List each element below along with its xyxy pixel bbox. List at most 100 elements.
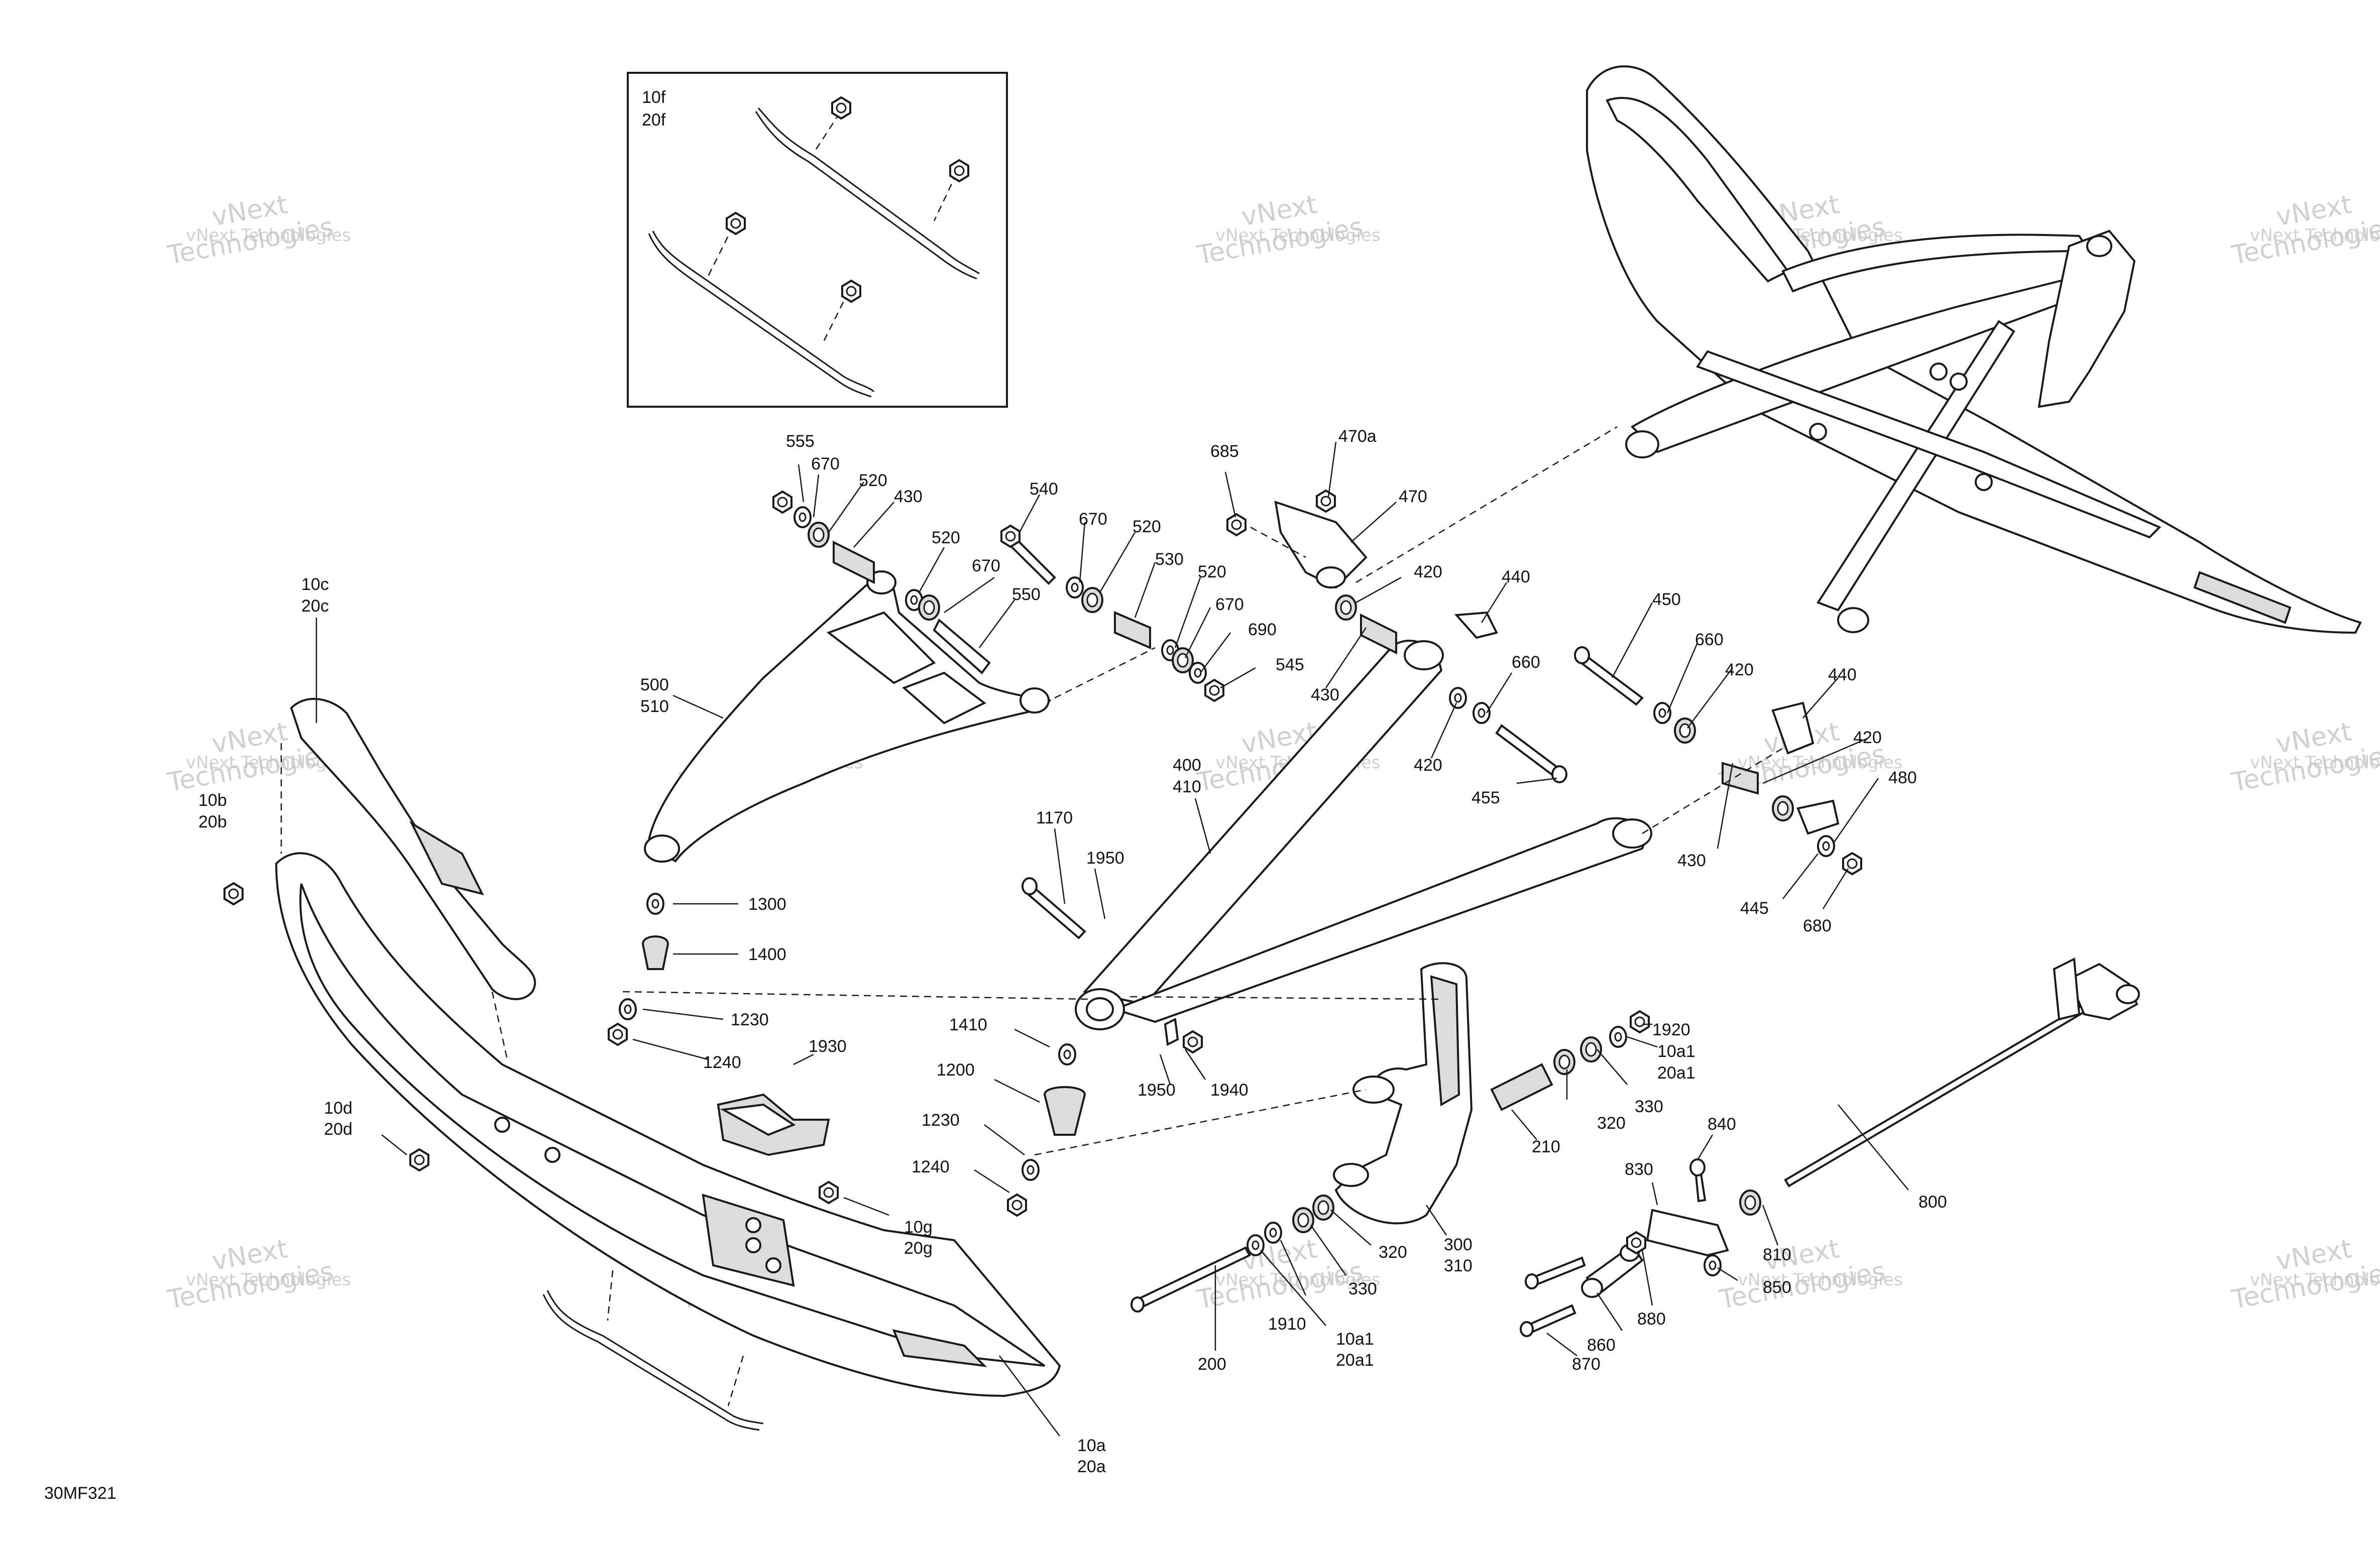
callout-1950: 1950: [1086, 849, 1124, 868]
callout-1230: 1230: [731, 1010, 769, 1029]
callout-520: 520: [1132, 517, 1161, 536]
callout-810: 810: [1763, 1245, 1791, 1264]
callout-545: 545: [1276, 655, 1304, 674]
callout-800: 800: [1918, 1193, 1947, 1212]
ski-assembly-left: [275, 697, 1061, 1431]
leader-lines: [315, 441, 1909, 1437]
callout-670: 670: [972, 556, 1000, 575]
callout-210: 210: [1532, 1137, 1560, 1156]
spindle-hardware: [1246, 1010, 1761, 1337]
callout-300: 300: [1444, 1235, 1472, 1254]
shaft: [1130, 1246, 1251, 1313]
callout-10d: 10d: [324, 1099, 353, 1118]
callout-880: 880: [1637, 1310, 1666, 1329]
callout-20g: 20g: [904, 1239, 933, 1258]
callout-690: 690: [1248, 620, 1277, 639]
upper-a-arm: [644, 570, 1052, 863]
callout-1200: 1200: [937, 1060, 975, 1080]
callout-860: 860: [1587, 1336, 1616, 1355]
callout-20a1: 20a1: [1657, 1063, 1695, 1083]
callout-440: 440: [1828, 665, 1857, 684]
callout-1940: 1940: [1210, 1081, 1249, 1100]
callout-685: 685: [1210, 442, 1239, 461]
callout-440: 440: [1502, 567, 1530, 586]
callout-455: 455: [1471, 788, 1500, 807]
ball-joint-hardware-left: [223, 877, 1203, 1217]
callout-420: 420: [1853, 728, 1882, 747]
callout-20c: 20c: [301, 597, 329, 616]
callout-400: 400: [1173, 756, 1201, 775]
inset-runner-box: 10f 20f: [627, 72, 1008, 408]
callout-10g: 10g: [904, 1218, 933, 1237]
callout-430: 430: [1677, 851, 1706, 870]
callout-1410: 1410: [949, 1015, 987, 1034]
callout-20d: 20d: [324, 1120, 353, 1139]
callout-320: 320: [1597, 1114, 1626, 1133]
callout-420: 420: [1414, 756, 1442, 775]
callout-520: 520: [859, 471, 887, 490]
inset-label-2: 20f: [642, 110, 666, 130]
callout-445: 445: [1740, 899, 1769, 918]
callout-670: 670: [1215, 595, 1244, 614]
upper-arm-hardware: [772, 490, 1862, 875]
callout-1400: 1400: [748, 945, 786, 964]
callout-430: 430: [1311, 685, 1339, 704]
callout-510: 510: [640, 697, 669, 716]
callout-10a1: 10a1: [1336, 1330, 1374, 1349]
callout-430: 430: [894, 487, 923, 506]
spindle: [1333, 962, 1473, 1225]
callout-200: 200: [1198, 1355, 1226, 1374]
callout-1950: 1950: [1138, 1081, 1176, 1100]
callout-530: 530: [1155, 550, 1184, 569]
callout-1930: 1930: [809, 1037, 847, 1056]
callout-420: 420: [1414, 562, 1442, 581]
callout-330: 330: [1348, 1279, 1377, 1298]
lower-a-arm: [1075, 640, 1652, 1030]
callout-480: 480: [1888, 768, 1917, 787]
callout-670: 670: [811, 454, 840, 473]
callout-1240: 1240: [912, 1157, 950, 1176]
callout-1300: 1300: [748, 895, 786, 914]
callout-10c: 10c: [301, 575, 329, 594]
callout-20b: 20b: [198, 812, 227, 832]
callout-470: 470: [1399, 487, 1427, 506]
inset-label-1: 10f: [642, 88, 666, 107]
callout-870: 870: [1572, 1355, 1601, 1374]
steering-arm: [1581, 1209, 1729, 1298]
callout-660: 660: [1512, 653, 1540, 672]
callout-330: 330: [1635, 1097, 1663, 1116]
ski-assembly-right: [1586, 65, 2362, 634]
callout-10b: 10b: [198, 791, 227, 810]
callout-labels: 555 670 520 430 540 670 520 520 670 550 …: [198, 427, 1947, 1476]
callout-680: 680: [1803, 916, 1832, 935]
callout-20a1: 20a1: [1336, 1351, 1374, 1370]
callout-10a: 10a: [1077, 1436, 1106, 1455]
callout-310: 310: [1444, 1256, 1472, 1275]
callout-520: 520: [932, 528, 960, 547]
callout-10a1: 10a1: [1657, 1042, 1695, 1061]
figure-code: 30MF321: [44, 1484, 117, 1503]
callout-320: 320: [1379, 1243, 1407, 1262]
callout-840: 840: [1708, 1115, 1736, 1134]
callout-670: 670: [1079, 510, 1107, 529]
callout-830: 830: [1625, 1160, 1653, 1179]
callout-1910: 1910: [1268, 1315, 1306, 1334]
callout-1170: 1170: [1036, 808, 1073, 827]
callout-660: 660: [1695, 630, 1724, 649]
callout-500: 500: [640, 675, 669, 694]
callout-410: 410: [1173, 777, 1201, 796]
callout-850: 850: [1763, 1278, 1791, 1297]
callout-450: 450: [1652, 590, 1681, 609]
callout-1230: 1230: [922, 1111, 960, 1130]
callout-1920: 1920: [1652, 1020, 1690, 1039]
callout-1240: 1240: [703, 1053, 741, 1072]
callout-550: 550: [1012, 585, 1041, 604]
callout-520: 520: [1198, 562, 1226, 581]
callout-540: 540: [1030, 480, 1058, 499]
callout-555: 555: [786, 432, 815, 451]
callout-470a: 470a: [1338, 427, 1377, 446]
alignment-lines: [280, 426, 1783, 1156]
callout-20a: 20a: [1077, 1457, 1106, 1476]
callout-420: 420: [1725, 660, 1754, 679]
